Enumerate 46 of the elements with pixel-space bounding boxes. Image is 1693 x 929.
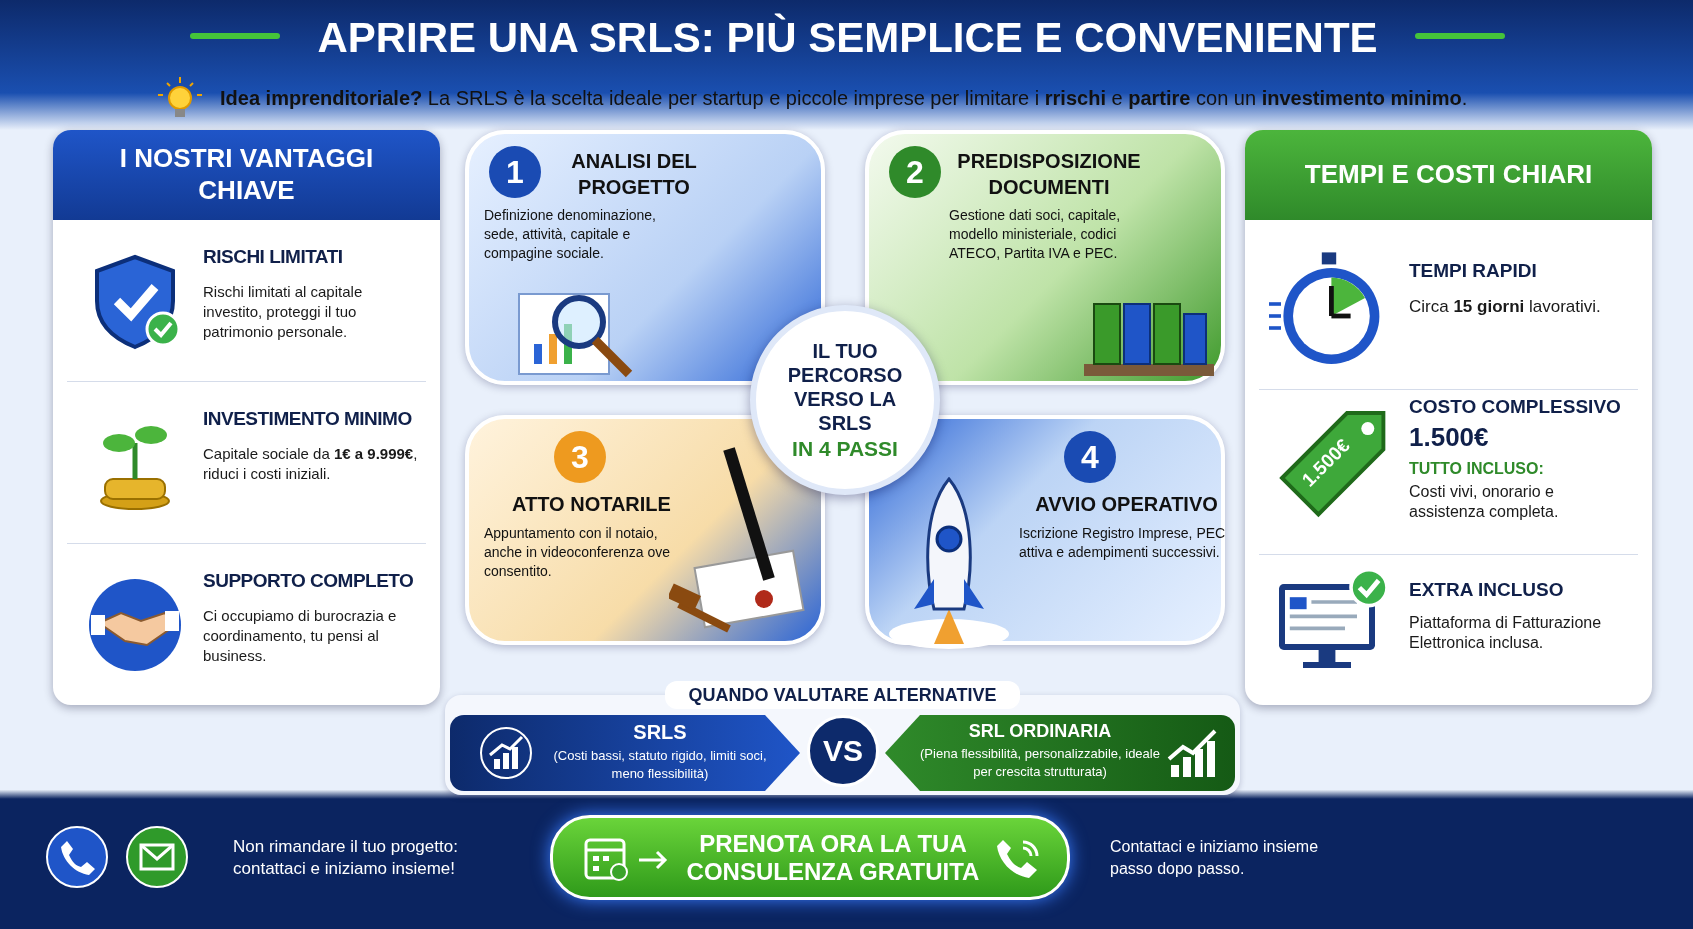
advantages-panel <box>53 130 440 705</box>
step-text: Definizione denominazione, sede, attività, capitale e compagine sociale. <box>484 206 657 263</box>
included-note: TUTTO INCLUSO: <box>1409 460 1544 478</box>
card-text: Capitale sociale da 1€ a 9.999€, riduci i costi iniziali. <box>203 444 419 484</box>
step-heading: ANALISI DEL PROGETTO <box>570 149 698 200</box>
card-heading: TEMPI RAPIDI <box>1409 260 1537 282</box>
step-heading: AVVIO OPERATIVO <box>1034 492 1219 517</box>
panel-heading: TEMPI E COSTI CHIARI <box>1303 158 1594 190</box>
option-text: (Costi bassi, statuto rigido, limiti soci, meno flessibilità) <box>552 747 768 783</box>
option-heading: SRLS <box>632 721 688 744</box>
card-text: Costi vivi, onorario e assistenza completa. <box>1409 482 1560 522</box>
option-text: (Piena flessibilità, personalizzabile, ideale per crescita strutturata) <box>920 745 1160 781</box>
card-text: Ci occupiamo di burocrazia e coordinamento, tu pensi al business. <box>203 606 398 666</box>
step-text: Appuntamento con il notaio, anche in videoconferenza ove consentito. <box>484 524 672 581</box>
step-number-badge: 2 <box>889 146 941 198</box>
vs-text: VS <box>822 733 864 769</box>
card-heading: RISCHI LIMITATI <box>203 246 343 268</box>
cta-text: PRENOTA ORA LA TUA CONSULENZA GRATUITA <box>685 830 981 886</box>
step-text: Gestione dati soci, capitale, modello ministeriale, codici ATECO, Partita IVA e PEC. <box>949 206 1122 263</box>
title: APRIRE UNA SRLS: PIÙ SEMPLICE E CONVENIENTE <box>316 12 1379 63</box>
footer-text: Contattaci e iniziamo insieme passo dopo passo. <box>1110 837 1320 879</box>
cta-button <box>550 815 1070 900</box>
price-text: 1.500€ <box>1409 422 1489 453</box>
comparison-heading: QUANDO VALUTARE ALTERNATIVE <box>665 681 1020 709</box>
step-number-badge: 1 <box>489 146 541 198</box>
center-subheading: IN 4 PASSI <box>791 437 899 461</box>
option-heading: SRL ORDINARIA <box>967 721 1113 742</box>
option-banner <box>450 715 800 791</box>
option-banner <box>885 715 1235 791</box>
card-heading: INVESTIMENTO MINIMO <box>203 408 412 430</box>
card-heading: COSTO COMPLESSIVO <box>1409 396 1621 418</box>
step-heading: ATTO NOTARILE <box>511 492 672 517</box>
step-number-badge: 3 <box>554 431 606 483</box>
card-text: Circa 15 giorni lavorativi. <box>1409 296 1602 318</box>
card-heading: EXTRA INCLUSO <box>1409 579 1564 601</box>
costs-panel <box>1245 130 1652 705</box>
panel-heading: I NOSTRI VANTAGGI CHIAVE <box>118 142 375 206</box>
step-text: Iscrizione Registro Imprese, PEC attiva e adempimenti successivi. <box>1019 524 1227 562</box>
card-heading: SUPPORTO COMPLETO <box>203 570 414 592</box>
step-number-badge: 4 <box>1064 431 1116 483</box>
footer-text: Non rimandare il tuo progetto: contattaci e iniziamo insieme! <box>233 836 459 880</box>
card-text: Piattaforma di Fatturazione Elettronica inclusa. <box>1409 613 1603 653</box>
step-heading: PREDISPOSIZIONE DOCUMENTI <box>956 149 1142 200</box>
intro-text: Idea imprenditoriale? La SRLS è la scelta ideale per startup e piccole imprese per limitare i rrischi e partire con un investimento minimo. <box>220 86 1469 111</box>
card-text: Rischi limitati al capitale investito, proteggi il tuo patrimonio personale. <box>203 282 364 342</box>
center-heading: IL TUO PERCORSO VERSO LA SRLS <box>786 339 904 435</box>
